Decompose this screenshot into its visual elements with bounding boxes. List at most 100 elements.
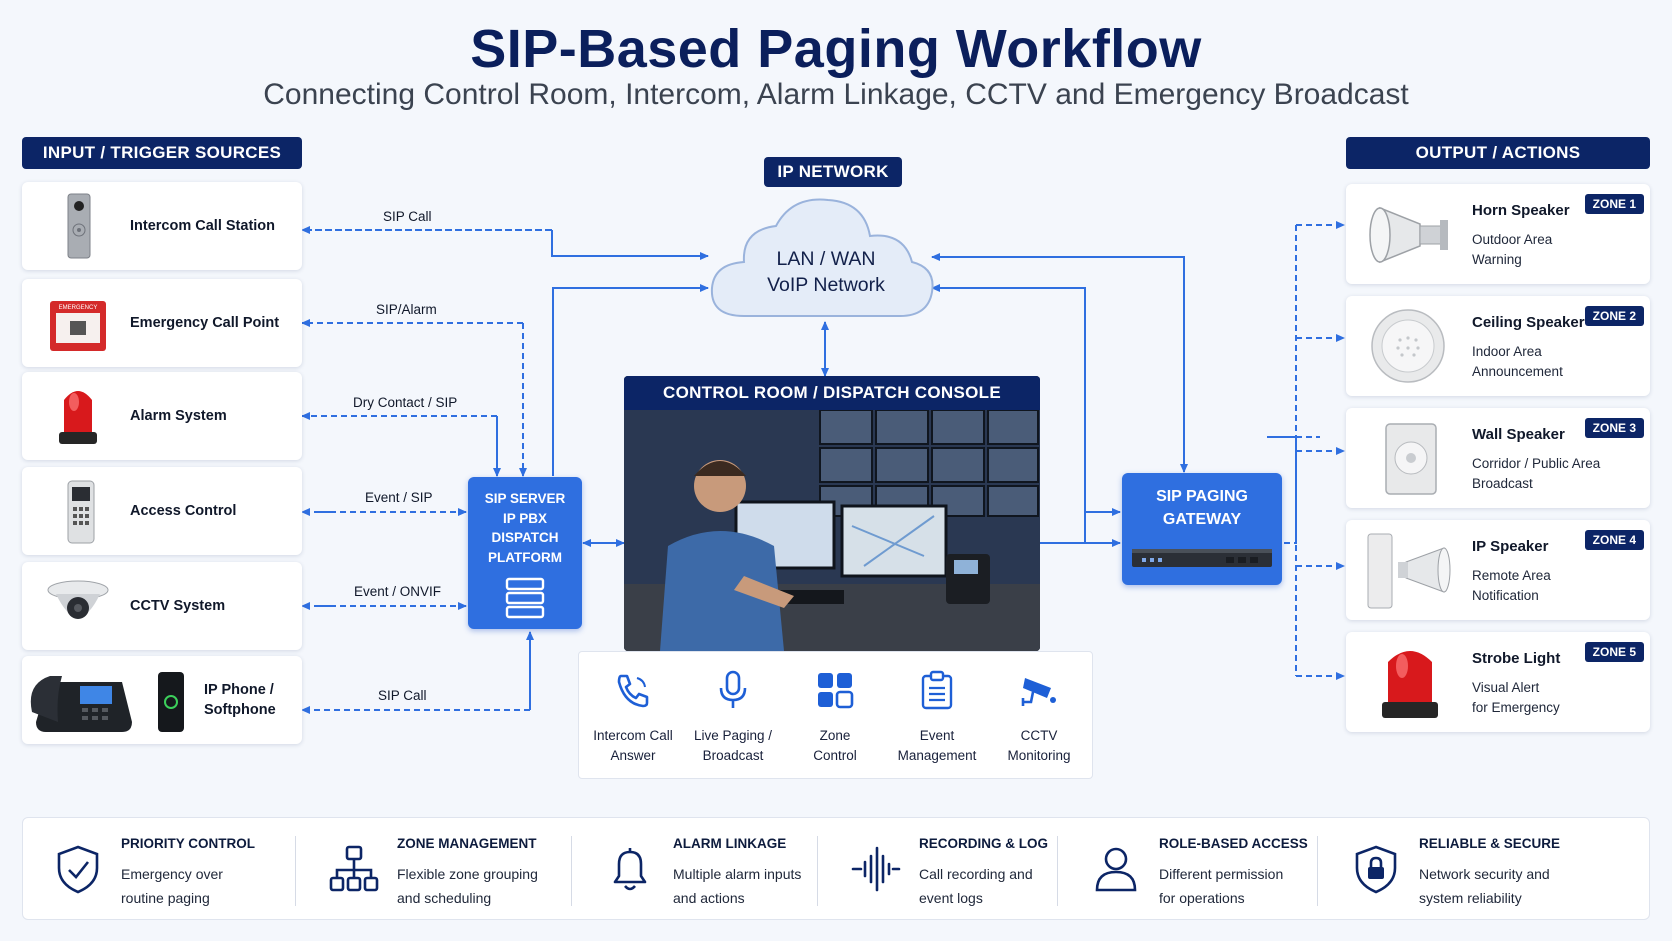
feature-priority-control: PRIORITY CONTROL Emergency over routine … bbox=[23, 818, 295, 921]
feature-title: RELIABLE & SECURE bbox=[1419, 836, 1561, 851]
input-intercom-call-station[interactable]: Intercom Call Station bbox=[22, 182, 302, 270]
input-ip-phone[interactable]: IP Phone / Softphone bbox=[22, 656, 302, 744]
dome-camera-icon bbox=[47, 580, 109, 619]
input-label-line2: Softphone bbox=[204, 702, 276, 718]
edge-label-sip-alarm: SIP/Alarm bbox=[376, 302, 437, 317]
output-title: Strobe Light bbox=[1472, 650, 1561, 667]
output-horn-speaker[interactable]: Horn Speaker Outdoor Area Warning ZONE 1 bbox=[1346, 184, 1650, 284]
sip-server-block[interactable]: SIP SERVER IP PBX DISPATCH PLATFORM bbox=[468, 477, 582, 629]
dispatch-console-photo bbox=[624, 376, 1040, 651]
emergency-badge: EMERGENCY bbox=[59, 305, 98, 311]
grid-icon bbox=[818, 673, 854, 709]
output-desc: Indoor Area Announcement bbox=[1472, 344, 1563, 379]
alarm-beacon-icon bbox=[59, 391, 97, 444]
feature-title: RECORDING & LOG bbox=[919, 836, 1049, 851]
feature-divider bbox=[295, 836, 296, 906]
tool-intercom-call-answer[interactable]: Intercom Call Answer bbox=[583, 652, 683, 780]
ip-speaker-icon bbox=[1367, 533, 1451, 609]
output-desc: Visual Alert for Emergency bbox=[1472, 680, 1560, 715]
feature-alarm-linkage: ALARM LINKAGE Multiple alarm inputs and … bbox=[575, 818, 815, 921]
tool-cctv-monitoring[interactable]: CCTV Monitoring bbox=[989, 652, 1089, 780]
output-ceiling-speaker[interactable]: Ceiling Speaker Indoor Area Announcement… bbox=[1346, 296, 1650, 396]
zone-badge: ZONE 3 bbox=[1584, 418, 1644, 438]
edge-label-dry-contact: Dry Contact / SIP bbox=[353, 395, 458, 410]
access-control-icon bbox=[67, 480, 95, 544]
feature-zone-management: ZONE MANAGEMENT Flexible zone grouping a… bbox=[299, 818, 569, 921]
bell-icon bbox=[613, 848, 647, 891]
input-access-control[interactable]: Access Control bbox=[22, 467, 302, 555]
input-label: Intercom Call Station bbox=[130, 218, 276, 234]
sip-paging-gateway-block[interactable]: SIP PAGING GATEWAY bbox=[1122, 473, 1282, 585]
cloud-label: LAN / WAN VoIP Network bbox=[767, 248, 885, 296]
inputs-header: INPUT / TRIGGER SOURCES bbox=[22, 137, 302, 169]
feature-divider bbox=[1317, 836, 1318, 906]
sip-server-line: IP PBX bbox=[502, 510, 548, 526]
zone-badge: ZONE 4 bbox=[1584, 530, 1644, 550]
feature-reliable-secure: RELIABLE & SECURE Network security and s… bbox=[1321, 818, 1647, 921]
feature-desc: Flexible zone grouping and scheduling bbox=[397, 866, 538, 906]
output-title: Wall Speaker bbox=[1472, 426, 1565, 443]
output-title: Ceiling Speaker bbox=[1472, 314, 1585, 331]
wall-speaker-icon bbox=[1385, 423, 1437, 495]
shield-lock-icon bbox=[1355, 845, 1397, 894]
output-strobe-light[interactable]: Strobe Light Visual Alert for Emergency … bbox=[1346, 632, 1650, 732]
outputs-header: OUTPUT / ACTIONS bbox=[1346, 137, 1650, 169]
feature-role-based-access: ROLE-BASED ACCESS Different permission f… bbox=[1061, 818, 1315, 921]
output-wall-speaker[interactable]: Wall Speaker Corridor / Public Area Broa… bbox=[1346, 408, 1650, 508]
console-header: CONTROL ROOM / DISPATCH CONSOLE bbox=[624, 376, 1040, 410]
operator-workstation-illustration bbox=[624, 376, 1040, 651]
edge-label-event-sip: Event / SIP bbox=[365, 490, 433, 505]
server-stack-icon bbox=[505, 577, 545, 619]
zone-badge: ZONE 1 bbox=[1584, 194, 1644, 214]
input-label-ip-phone: IP Phone / Softphone bbox=[204, 680, 276, 720]
feature-desc: Call recording and event logs bbox=[919, 866, 1033, 906]
feature-title: ALARM LINKAGE bbox=[673, 836, 787, 851]
feature-divider bbox=[1057, 836, 1058, 906]
input-alarm-system[interactable]: Alarm System bbox=[22, 372, 302, 460]
cloud-icon bbox=[710, 198, 934, 317]
tool-zone-control[interactable]: Zone Control bbox=[785, 652, 885, 780]
output-title: Horn Speaker bbox=[1472, 202, 1570, 219]
feature-title: ZONE MANAGEMENT bbox=[397, 836, 537, 851]
tool-event-management[interactable]: Event Management bbox=[887, 652, 987, 780]
strobe-light-icon bbox=[1382, 651, 1438, 718]
feature-desc: Network security and system reliability bbox=[1419, 866, 1550, 906]
output-ip-speaker[interactable]: IP Speaker Remote Area Notification ZONE… bbox=[1346, 520, 1650, 620]
tool-label: Event Management bbox=[897, 728, 977, 763]
input-label: Emergency Call Point bbox=[130, 315, 280, 331]
waveform-icon bbox=[851, 846, 901, 892]
input-emergency-call-point[interactable]: EMERGENCY Emergency Call Point bbox=[22, 279, 302, 367]
output-desc: Corridor / Public Area Broadcast bbox=[1472, 456, 1601, 491]
output-title: IP Speaker bbox=[1472, 538, 1549, 555]
input-label: Alarm System bbox=[130, 408, 227, 424]
input-label: CCTV System bbox=[130, 598, 226, 614]
ip-phone-icon bbox=[30, 672, 184, 732]
sip-server-line: PLATFORM bbox=[488, 549, 562, 565]
tool-live-paging[interactable]: Live Paging / Broadcast bbox=[683, 652, 783, 780]
hierarchy-icon bbox=[329, 845, 379, 892]
gateway-line: GATEWAY bbox=[1162, 511, 1242, 528]
input-label: Access Control bbox=[130, 503, 237, 519]
edge-label-sip-call: SIP Call bbox=[383, 209, 432, 224]
emergency-call-point-icon: EMERGENCY bbox=[50, 301, 106, 351]
feature-divider bbox=[817, 836, 818, 906]
feature-title: ROLE-BASED ACCESS bbox=[1159, 836, 1308, 851]
clipboard-icon bbox=[921, 670, 953, 710]
tool-label: Zone Control bbox=[813, 728, 857, 763]
intercom-station-icon bbox=[67, 193, 91, 259]
feature-desc: Different permission for operations bbox=[1159, 866, 1284, 906]
gateway-line: SIP PAGING bbox=[1156, 488, 1248, 505]
phone-call-icon bbox=[617, 674, 649, 708]
input-cctv-system[interactable]: CCTV System bbox=[22, 562, 302, 650]
feature-title: PRIORITY CONTROL bbox=[121, 836, 256, 851]
user-icon bbox=[1095, 847, 1137, 892]
ceiling-speaker-icon bbox=[1371, 309, 1445, 383]
output-desc: Outdoor Area Warning bbox=[1472, 232, 1553, 267]
output-desc: Remote Area Notification bbox=[1472, 568, 1551, 603]
page-subtitle: Connecting Control Room, Intercom, Alarm… bbox=[263, 78, 1409, 111]
tool-label: Live Paging / Broadcast bbox=[693, 728, 773, 763]
shield-check-icon bbox=[57, 845, 99, 894]
tool-label: CCTV Monitoring bbox=[1007, 728, 1071, 763]
